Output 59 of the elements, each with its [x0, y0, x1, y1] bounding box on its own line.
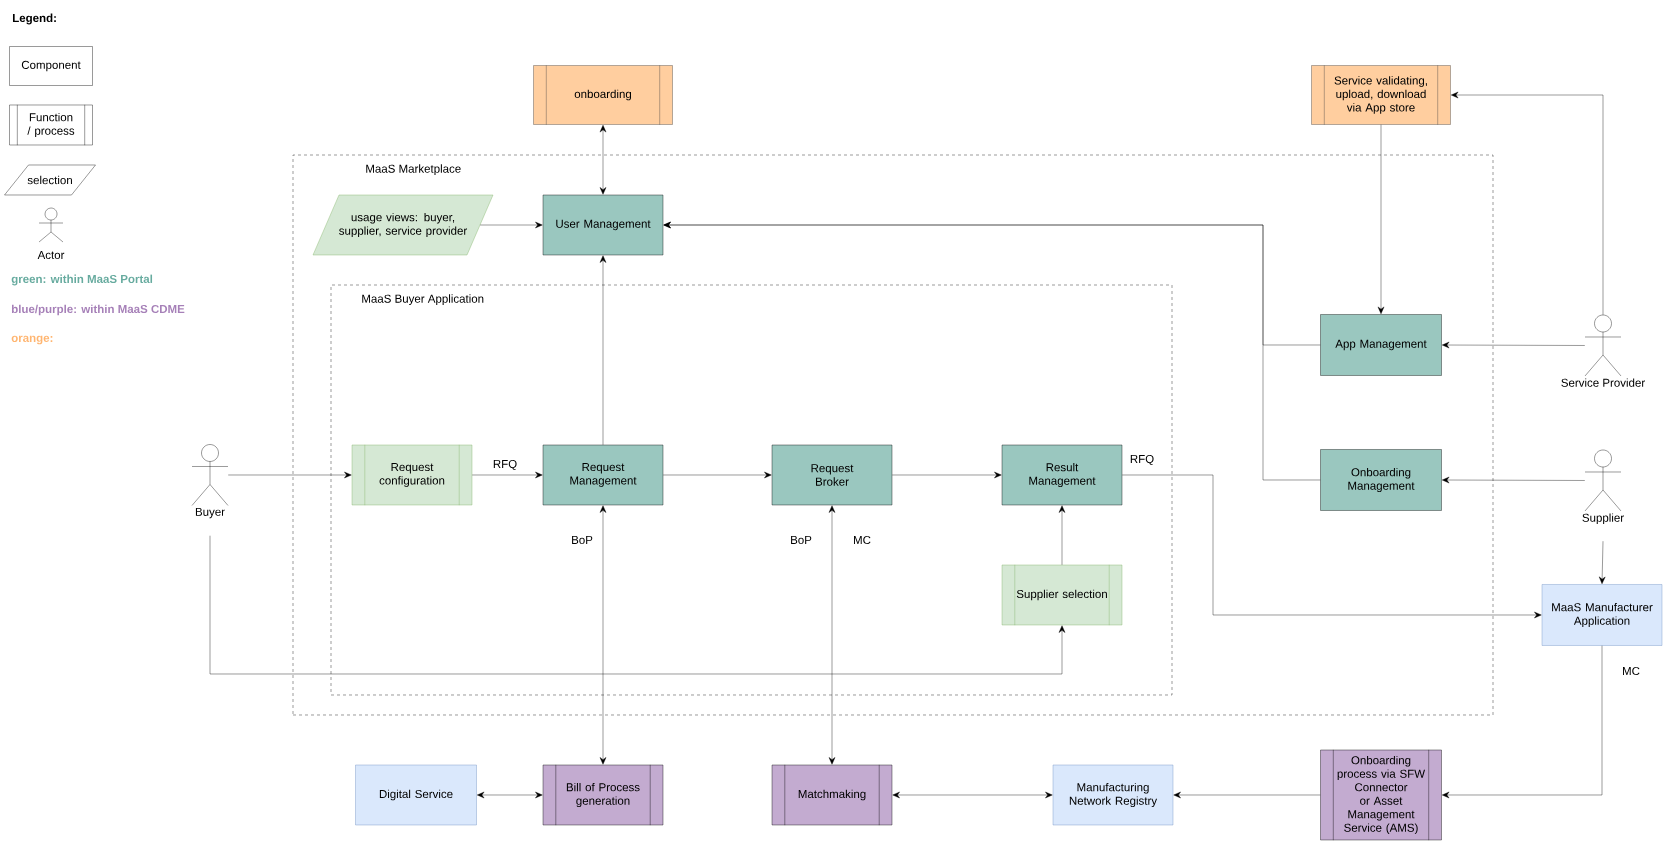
arrow: [209, 535, 1066, 675]
edge-label: BoP: [570, 535, 594, 545]
arrow: [599, 255, 607, 445]
arrow: [1122, 474, 1542, 619]
component-box: App Management: [1320, 314, 1442, 376]
arrow: [1442, 476, 1585, 484]
legend-actor-figure: Actor: [37, 207, 65, 259]
arrow: [1377, 124, 1385, 314]
legend-text: orange:: [11, 335, 53, 345]
component-box: User Management: [542, 194, 664, 256]
legend-component-box: Component: [9, 46, 93, 86]
process-box: Supplier selection: [1001, 564, 1123, 626]
arrow: [599, 505, 607, 765]
process-box: Bill of Process generation: [542, 764, 664, 826]
arrow: [1173, 791, 1321, 799]
component-box: Request Management: [542, 444, 664, 506]
legend-parallelogram: selection: [4, 164, 96, 196]
arrow: [892, 791, 1053, 799]
arrow: [663, 221, 1321, 481]
arrow: [892, 471, 1002, 479]
data-label: MC: [854, 535, 871, 545]
component-box: Request Broker: [771, 444, 893, 506]
arrow: [599, 125, 607, 195]
edge-label: BoP: [789, 535, 813, 545]
selection-parallelogram: usage views: buyer, supplier, service provider: [312, 194, 494, 256]
arrow: [1451, 91, 1604, 315]
arrow: [1442, 341, 1585, 349]
node-label: Buyer: [195, 507, 225, 519]
legend-heading: Legend:: [13, 13, 56, 25]
component-box: MaaS Manufacturer Application: [1541, 584, 1663, 646]
component-box: Result Management: [1001, 444, 1123, 506]
arrow: [1058, 505, 1066, 565]
edge-label: RFQ: [1128, 453, 1156, 467]
process-box: Matchmaking: [771, 764, 893, 826]
edge-label: MC: [1621, 665, 1641, 677]
component-box: Onboarding Management: [1320, 449, 1442, 511]
process-box: Request configuration: [351, 444, 473, 506]
arrow: [1442, 645, 1603, 799]
arrow: [1598, 541, 1606, 584]
edge-label: RFQ: [491, 458, 519, 472]
actor-figure: Service Provider: [1561, 314, 1645, 387]
arrow: [477, 791, 543, 799]
legend-text: green: within MaaS Portal: [11, 274, 153, 286]
process-box: Onboarding process via SFW Connector or Asset Management Service (AMS): [1320, 749, 1442, 841]
process-box: onboarding: [533, 65, 673, 125]
process-box: Service validating, upload, download via App store: [1311, 65, 1451, 125]
component-box: Digital Service: [355, 764, 477, 826]
arrow: [228, 471, 352, 479]
node-label: Supplier: [1582, 513, 1624, 525]
arrow: [828, 505, 836, 765]
arrow: [480, 221, 543, 229]
legend-process-box: Function / process: [9, 104, 93, 146]
arrow: [472, 471, 543, 479]
actor-figure: Supplier: [1582, 449, 1624, 525]
arrow: [663, 471, 772, 479]
legend-text: blue/purple: within MaaS CDME: [11, 304, 185, 316]
actor-figure: Buyer: [191, 444, 229, 519]
node-label: Service Provider: [1561, 378, 1645, 387]
component-box: Manufacturing Network Registry: [1052, 764, 1174, 826]
